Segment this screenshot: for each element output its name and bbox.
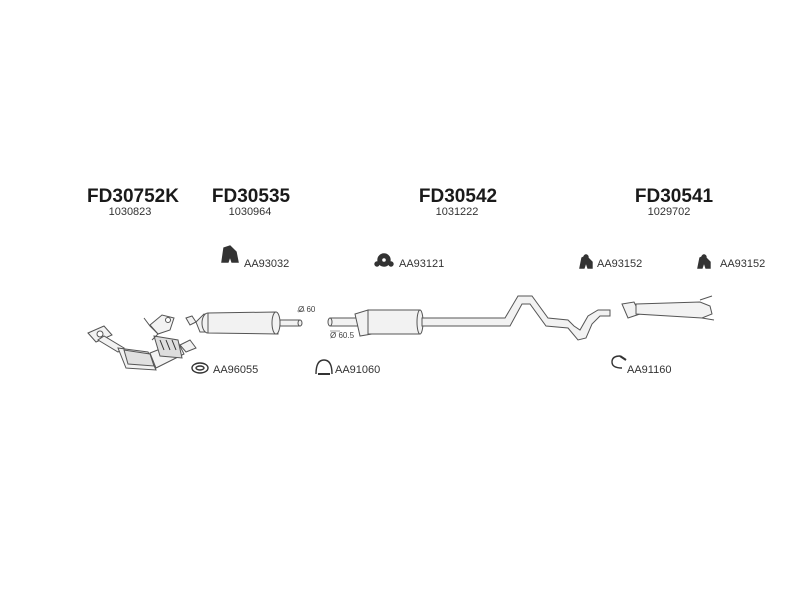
clamp-icon	[315, 359, 333, 375]
middle-silencer-drawing	[327, 295, 611, 341]
rubber-ring-icon	[374, 253, 394, 267]
part-code: FD30535	[211, 186, 291, 207]
accessory-icons	[191, 245, 711, 375]
gasket-icon	[191, 362, 209, 374]
pipe-diameter-label: Ø 60	[298, 305, 316, 314]
catalytic-converter-drawing	[87, 314, 197, 371]
part-code: FD30752K	[87, 186, 179, 207]
pipe-diameter-label: Ø 60.5	[330, 331, 355, 340]
part-reference: 1029702	[647, 206, 691, 218]
accessory-code: AA93032	[244, 258, 290, 270]
rubber-hanger-icon	[697, 254, 711, 269]
clamp-icon	[611, 355, 627, 369]
rubber-hanger-icon	[579, 254, 593, 269]
part-reference: 1030823	[108, 206, 152, 218]
dimension-ticks	[297, 310, 340, 332]
accessory-code: AA91160	[627, 364, 672, 376]
part-code: FD30542	[418, 186, 498, 207]
front-silencer-drawing	[185, 311, 303, 335]
accessory-code: AA93152	[720, 258, 766, 270]
part-reference: 1030964	[228, 206, 272, 218]
rear-pipe-drawing	[621, 295, 715, 321]
part-reference: 1031222	[435, 206, 479, 218]
accessory-code: AA96055	[213, 364, 259, 376]
part-code: FD30541	[634, 186, 714, 207]
rubber-hanger-icon	[221, 245, 239, 263]
accessory-code: AA93152	[597, 258, 643, 270]
accessory-code: AA93121	[399, 258, 445, 270]
accessory-code: AA91060	[335, 364, 381, 376]
